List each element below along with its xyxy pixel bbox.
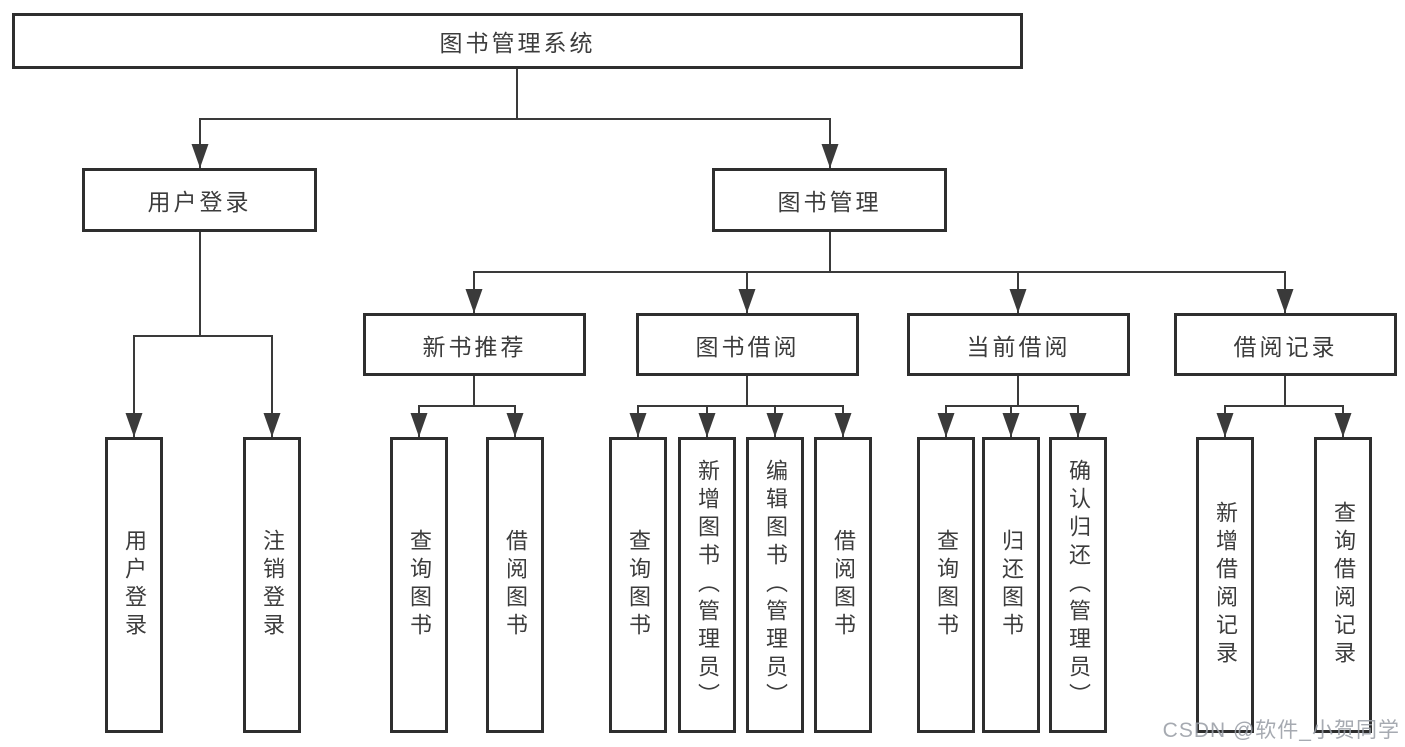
leaf-borrow-book-1: 借阅图书	[486, 437, 544, 733]
csdn-watermark: CSDN @软件_小贺同学	[1162, 719, 1400, 742]
leaf-user-login: 用户登录	[105, 437, 163, 733]
connector-manage-to-level3	[465, 232, 1294, 313]
leaf-query-borrow-record: 查询借阅记录	[1314, 437, 1372, 733]
leaf-user-login-label: 用户登录	[122, 529, 147, 641]
leaf-query-borrow-record-label: 查询借阅记录	[1331, 501, 1356, 669]
node-borrow-record-label: 借阅记录	[1233, 333, 1338, 360]
leaf-return-book-label: 归还图书	[999, 529, 1024, 641]
leaf-borrow-book-2: 借阅图书	[814, 437, 872, 733]
leaf-confirm-return-admin-label: 确认归还（管理员）	[1066, 459, 1091, 711]
leaf-borrow-book-2-label: 借阅图书	[831, 529, 856, 641]
node-borrow-record: 借阅记录	[1174, 313, 1397, 376]
leaf-add-borrow-record-label: 新增借阅记录	[1213, 501, 1238, 669]
leaf-query-book-2: 查询图书	[609, 437, 667, 733]
leaf-borrow-book-1-label: 借阅图书	[503, 529, 528, 641]
leaf-query-book-3: 查询图书	[917, 437, 975, 733]
connector-root-to-level2	[191, 69, 839, 168]
connector-newbook-group	[410, 376, 524, 437]
connector-borrow-group	[629, 376, 852, 437]
node-root-label: 图书管理系统	[439, 30, 596, 56]
node-current-borrow-label: 当前借阅	[966, 333, 1071, 360]
node-new-book-recommend: 新书推荐	[363, 313, 586, 376]
leaf-query-book-2-label: 查询图书	[626, 529, 651, 641]
leaf-query-book-3-label: 查询图书	[934, 529, 959, 641]
node-current-borrow: 当前借阅	[907, 313, 1130, 376]
node-book-manage-label: 图书管理	[777, 189, 882, 215]
leaf-edit-book-admin-label: 编辑图书（管理员）	[763, 459, 788, 711]
node-book-manage: 图书管理	[712, 168, 947, 232]
connector-login-to-children	[125, 232, 281, 437]
leaf-logout-label: 注销登录	[260, 529, 285, 641]
leaf-edit-book-admin: 编辑图书（管理员）	[746, 437, 804, 733]
leaf-add-borrow-record: 新增借阅记录	[1196, 437, 1254, 733]
leaf-confirm-return-admin: 确认归还（管理员）	[1049, 437, 1107, 733]
connector-record-group	[1216, 376, 1352, 437]
node-root: 图书管理系统	[12, 13, 1023, 69]
node-book-borrow: 图书借阅	[636, 313, 859, 376]
leaf-query-book-1-label: 查询图书	[407, 529, 432, 641]
leaf-return-book: 归还图书	[982, 437, 1040, 733]
leaf-add-book-admin-label: 新增图书（管理员）	[695, 459, 720, 711]
leaf-add-book-admin: 新增图书（管理员）	[678, 437, 736, 733]
leaf-logout: 注销登录	[243, 437, 301, 733]
node-user-login-label: 用户登录	[147, 189, 252, 215]
node-user-login: 用户登录	[82, 168, 317, 232]
connector-current-group	[937, 376, 1087, 437]
node-new-book-recommend-label: 新书推荐	[422, 333, 527, 360]
leaf-query-book-1: 查询图书	[390, 437, 448, 733]
node-book-borrow-label: 图书借阅	[695, 333, 800, 360]
